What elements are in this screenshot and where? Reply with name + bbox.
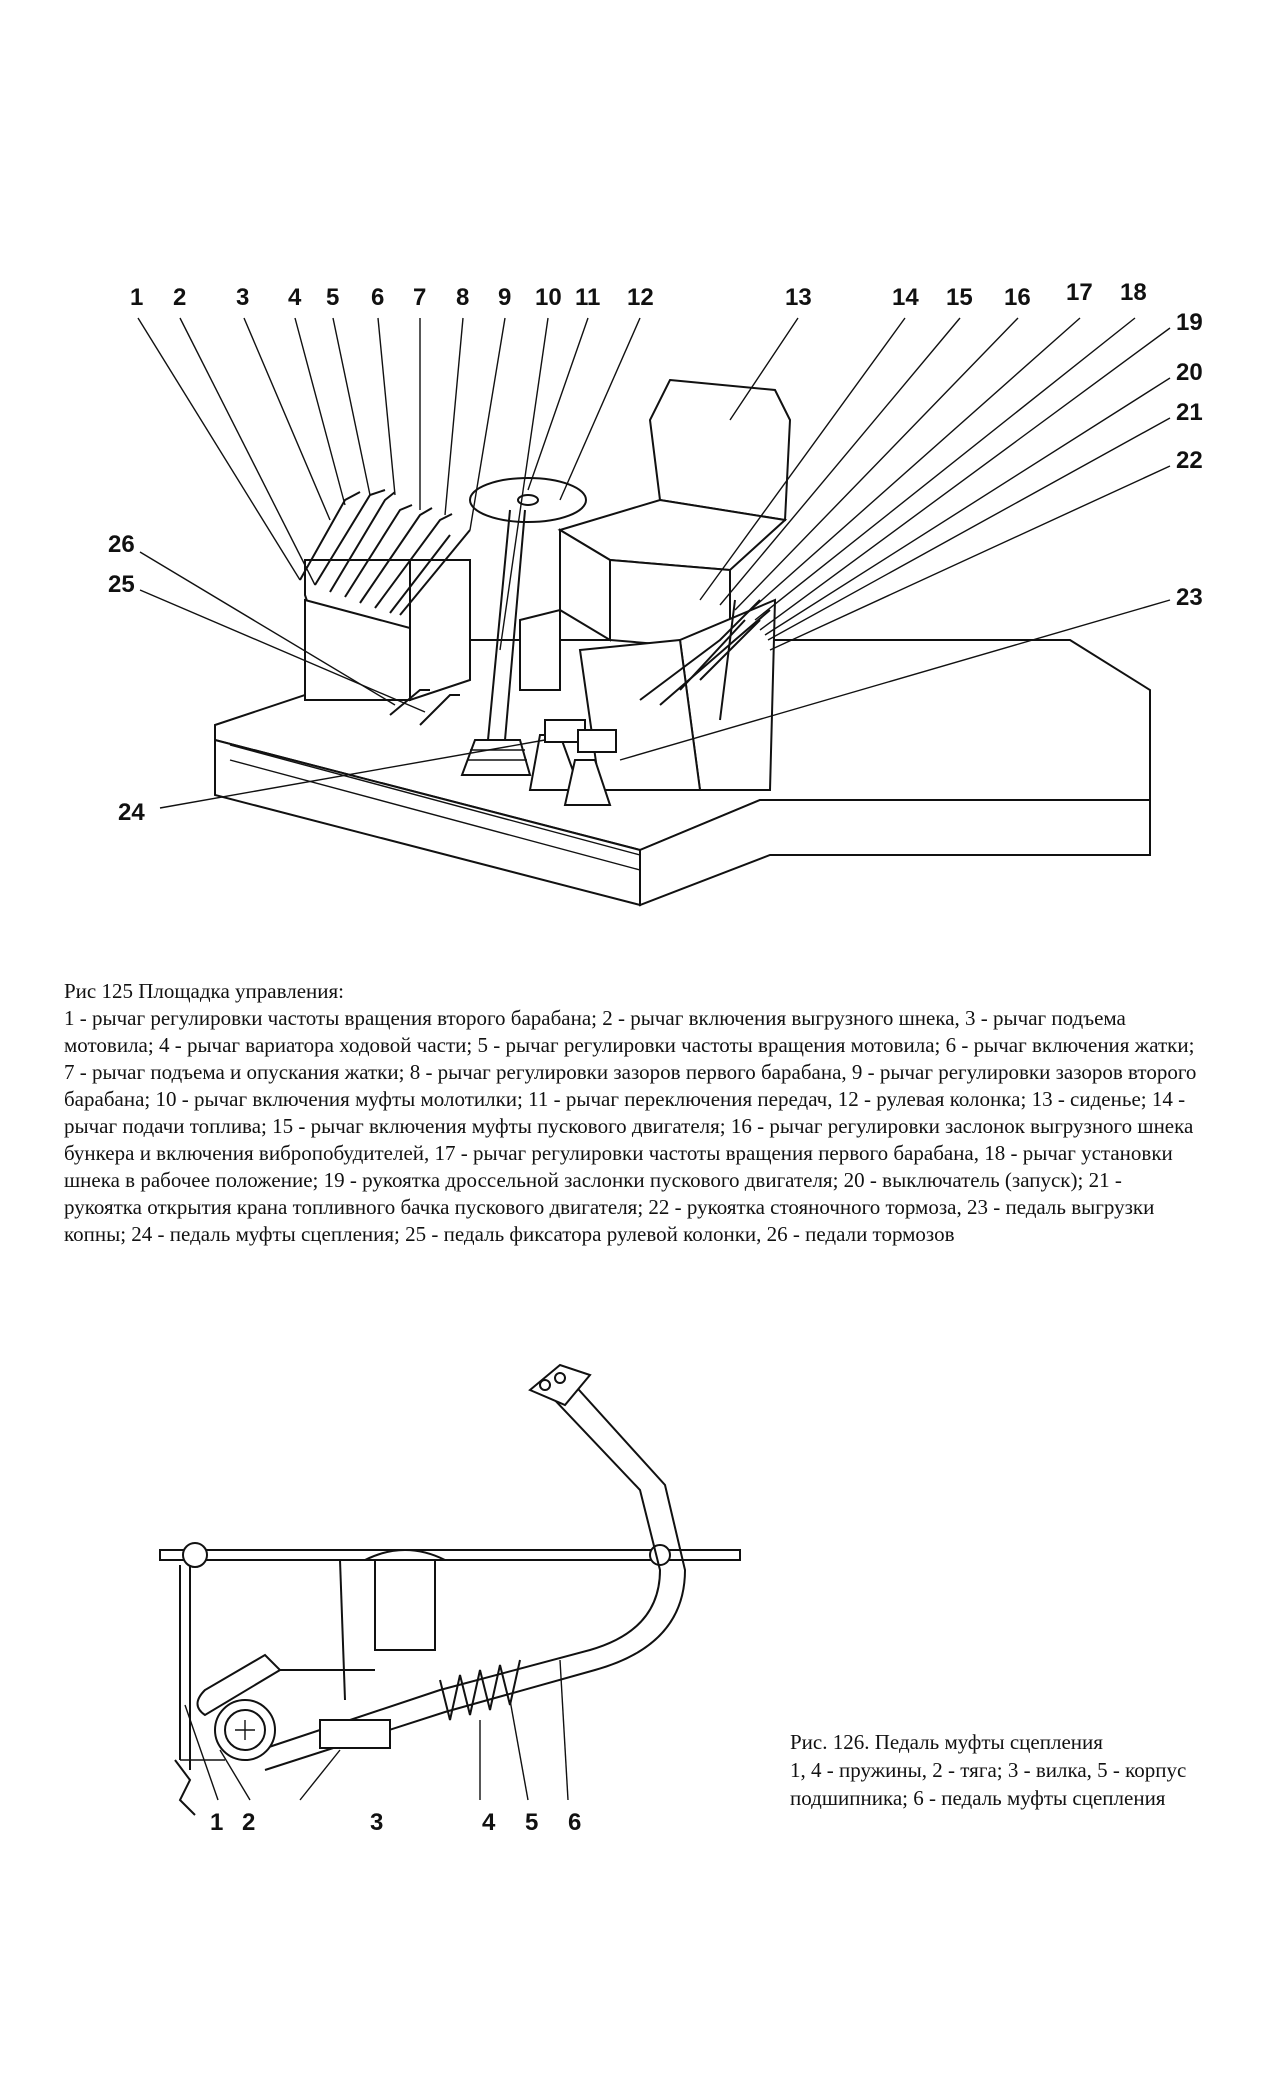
housing bbox=[339, 1549, 446, 1701]
clutch-pedal-diagram: 1 2 3 4 5 6 bbox=[159, 1363, 741, 1836]
callout-16: 16 bbox=[1004, 284, 1031, 311]
callout-6: 6 bbox=[371, 284, 384, 311]
left-console bbox=[304, 559, 471, 702]
fork-and-bearing bbox=[196, 1653, 391, 1761]
left-levers bbox=[299, 489, 471, 616]
top-rail bbox=[159, 1542, 741, 1568]
figure-125-title: Рис 125 Площадка управления: bbox=[64, 979, 344, 1003]
control-platform-diagram: 1 2 3 4 5 6 7 8 9 10 11 12 13 14 15 16 1… bbox=[108, 279, 1203, 907]
callout-3: 3 bbox=[236, 284, 249, 311]
callout-18: 18 bbox=[1120, 279, 1147, 306]
callout-13: 13 bbox=[785, 284, 812, 311]
steering-column bbox=[460, 477, 587, 776]
callout-7: 7 bbox=[413, 284, 426, 311]
spring-4 bbox=[439, 1659, 521, 1721]
callout-4: 4 bbox=[288, 284, 302, 311]
figure-126-legend: 1, 4 - пружины, 2 - тяга; 3 - вилка, 5 -… bbox=[790, 1758, 1187, 1810]
figure-125-caption: Рис 125 Площадка управления: 1 - рычаг р… bbox=[64, 978, 1204, 1248]
callout-17: 17 bbox=[1066, 279, 1093, 306]
callout-8: 8 bbox=[456, 284, 469, 311]
callout-22: 22 bbox=[1176, 447, 1203, 474]
callout-15: 15 bbox=[946, 284, 973, 311]
callout-25: 25 bbox=[108, 571, 135, 598]
figure-126-caption: Рис. 126. Педаль муфты сцепления 1, 4 - … bbox=[790, 1728, 1210, 1812]
callout-126-4: 4 bbox=[482, 1809, 496, 1836]
callout-14: 14 bbox=[892, 284, 919, 311]
tie-rod bbox=[174, 1565, 225, 1816]
callout-19: 19 bbox=[1176, 309, 1203, 336]
callout-126-3: 3 bbox=[370, 1809, 383, 1836]
callout-126-5: 5 bbox=[525, 1809, 538, 1836]
figure-126-title: Рис. 126. Педаль муфты сцепления bbox=[790, 1730, 1103, 1754]
callout-23: 23 bbox=[1176, 584, 1203, 611]
callout-20: 20 bbox=[1176, 359, 1203, 386]
callout-9: 9 bbox=[498, 284, 511, 311]
callout-1: 1 bbox=[130, 284, 143, 311]
callouts-126: 1 2 3 4 5 6 bbox=[210, 1809, 581, 1836]
callouts-top: 1 2 3 4 5 6 7 8 9 10 11 12 13 14 15 16 1… bbox=[130, 279, 1147, 311]
figure-125-legend: 1 - рычаг регулировки частоты вращения в… bbox=[64, 1006, 1197, 1246]
callouts-right: 19 20 21 22 23 bbox=[1176, 309, 1203, 611]
callout-10: 10 bbox=[535, 284, 562, 311]
callouts-left: 26 25 24 bbox=[108, 531, 145, 826]
callout-11: 11 bbox=[575, 284, 600, 311]
callout-126-1: 1 bbox=[210, 1809, 223, 1836]
leader-lines bbox=[137, 317, 1171, 809]
seat bbox=[519, 378, 792, 691]
callout-26: 26 bbox=[108, 531, 135, 558]
callout-126-6: 6 bbox=[568, 1809, 581, 1836]
pedals bbox=[389, 689, 617, 806]
callout-2: 2 bbox=[173, 284, 186, 311]
pedal-arm bbox=[259, 1363, 687, 1771]
callout-5: 5 bbox=[326, 284, 339, 311]
callout-126-2: 2 bbox=[242, 1809, 255, 1836]
leader-lines-126 bbox=[184, 1659, 569, 1801]
callout-21: 21 bbox=[1176, 399, 1203, 426]
callout-12: 12 bbox=[627, 284, 654, 311]
callout-24: 24 bbox=[118, 799, 145, 826]
